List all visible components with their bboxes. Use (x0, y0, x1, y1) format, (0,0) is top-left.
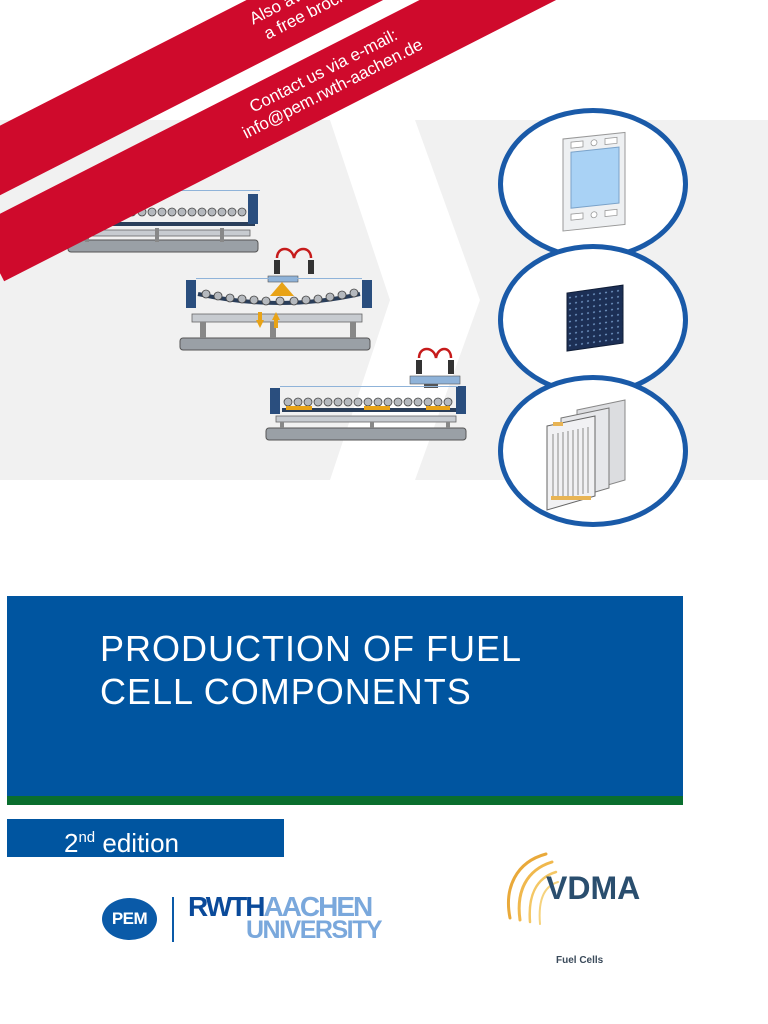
title-panel (7, 596, 683, 796)
page-title-line1: PRODUCTION OF FUEL (100, 628, 523, 669)
vdma-logo[interactable]: VDMA (546, 870, 641, 906)
rwth-logo[interactable]: RWTHAACHEN (188, 891, 373, 922)
page-title-line2: CELL COMPONENTS (100, 671, 472, 712)
gasket-icon (562, 131, 626, 232)
component-circle-bipolar-plate (498, 375, 688, 527)
vdma-subtitle: Fuel Cells (556, 955, 604, 966)
rwth-logo-aachen: AACHEN (263, 891, 373, 922)
edition-panel (7, 819, 284, 857)
component-circle-membrane (498, 244, 688, 396)
vdma-swoosh-icon (507, 852, 559, 925)
edition-label: 2nd edition (64, 822, 179, 859)
process-station-2 (179, 247, 372, 351)
edition-number: 2 (64, 828, 79, 858)
membrane-icon (566, 284, 624, 352)
page-title: PRODUCTION OF FUEL CELL COMPONENTS (100, 627, 660, 713)
component-circle-gasket (498, 108, 688, 260)
rwth-logo-university: UNIVERSITY (246, 916, 383, 944)
title-stripe (7, 796, 683, 805)
rwth-logo-rwth: RWTH (188, 891, 265, 922)
bipolar-plate-icon (546, 399, 626, 511)
logo-divider (172, 897, 174, 942)
edition-word: edition (102, 828, 180, 858)
pem-logo[interactable]: PEM (102, 898, 157, 940)
process-station-3 (265, 347, 467, 441)
edition-suffix: nd (78, 829, 96, 846)
